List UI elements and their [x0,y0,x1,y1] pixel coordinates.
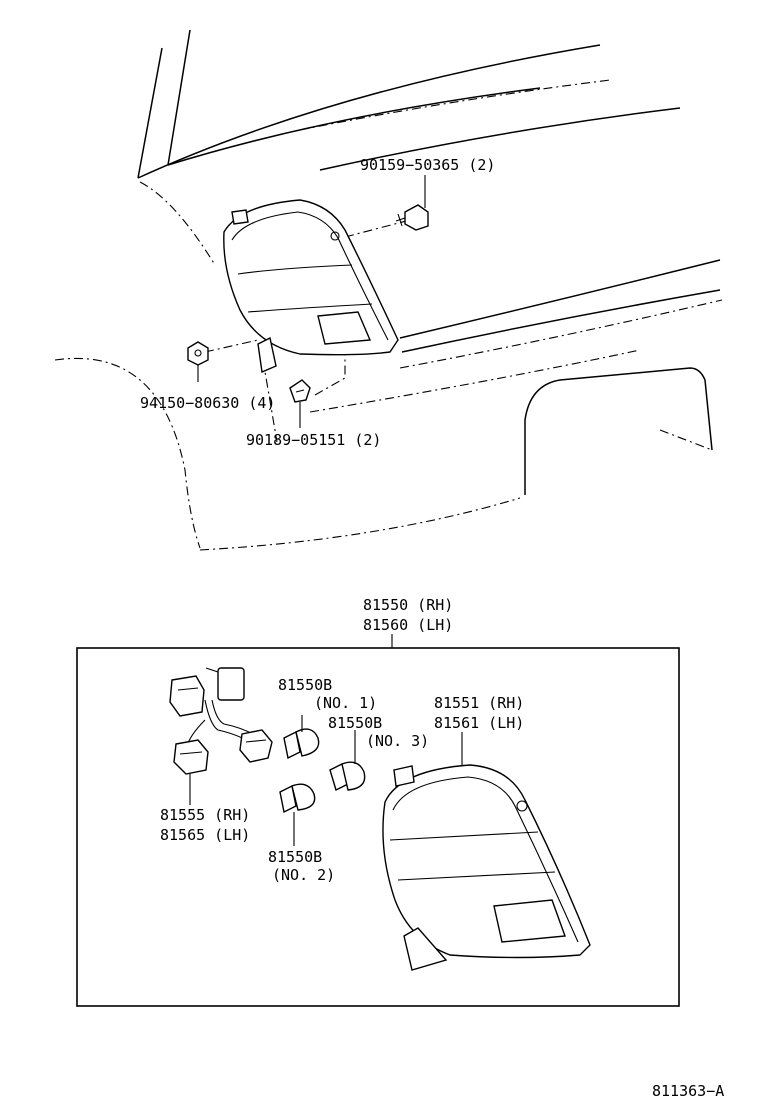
bulb-icon [329,761,366,791]
clip-label: 90189−05151 (2) [246,431,381,449]
bulb-icon [283,728,320,760]
lens-rh-label: 81551 (RH) [434,694,524,712]
bolt-icon [395,204,429,231]
figure-id: 811363−A [652,1082,724,1100]
bulb3-no-label: (NO. 3) [366,732,429,750]
vehicle-body-outline [54,29,723,551]
bulb-icon [279,783,316,814]
assembly-frame [76,647,680,1007]
socket-rh-label: 81555 (RH) [160,806,250,824]
lamp-lens-icon [382,764,591,971]
assy-lh-label: 81560 (LH) [363,616,453,634]
bulb2-no-label: (NO. 2) [272,866,335,884]
bulb1-no-label: (NO. 1) [314,694,377,712]
bulb3-part-label: 81550B [328,714,382,732]
nut-icon [187,341,209,366]
lens-lh-label: 81561 (LH) [434,714,524,732]
clip-icon [289,379,311,403]
bulb2-part-label: 81550B [268,848,322,866]
tail-lamp-installed [223,199,399,374]
socket-harness-icon [169,667,273,775]
socket-lh-label: 81565 (LH) [160,826,250,844]
bolt-label: 90159−50365 (2) [360,156,495,174]
assy-rh-label: 81550 (RH) [363,596,453,614]
bulb1-part-label: 81550B [278,676,332,694]
nut-label: 94150−80630 (4) [140,394,275,412]
